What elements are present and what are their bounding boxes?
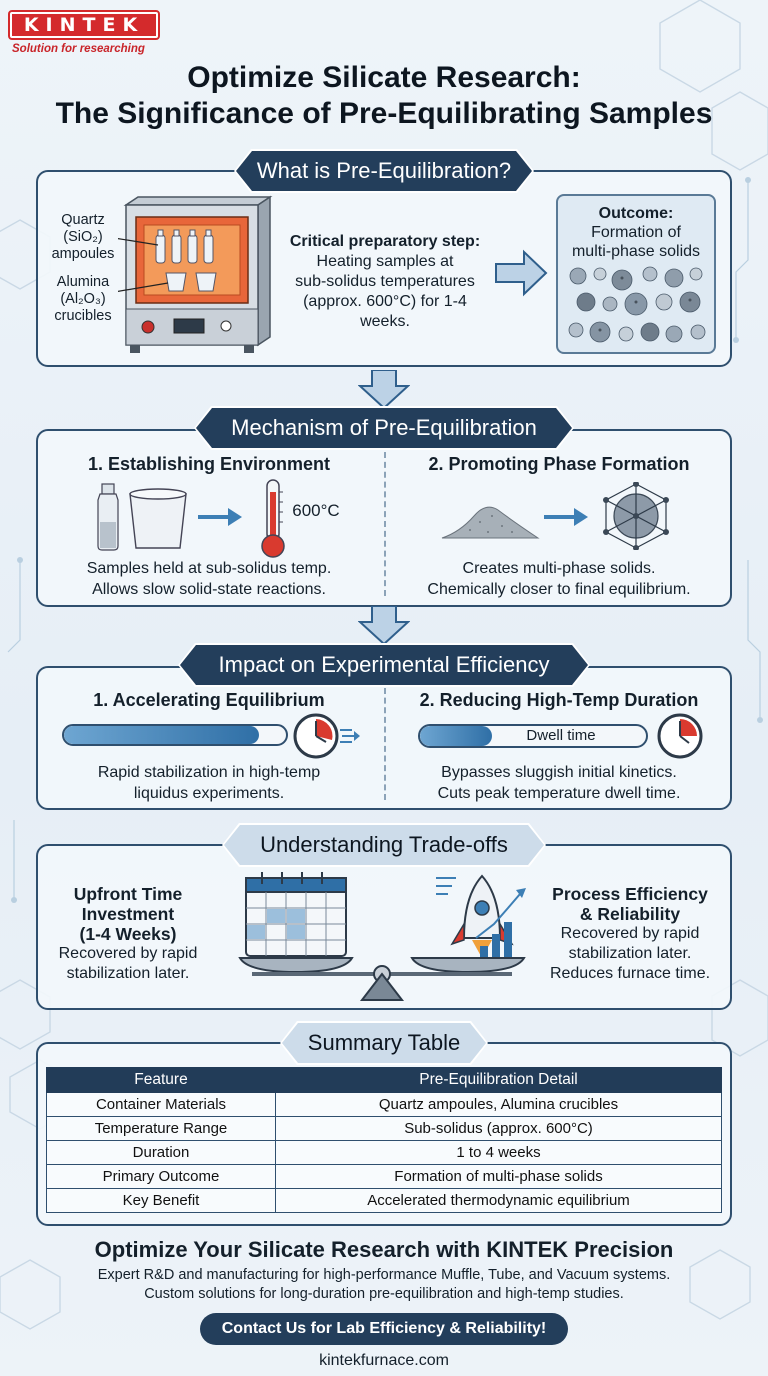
pre-equilibration-definition: Critical preparatory step: Heating sampl… (282, 232, 488, 332)
section-what-is-banner: What is Pre-Equilibration? (236, 151, 532, 191)
balance-scale-icon (238, 872, 526, 1001)
section-impact-banner: Impact on Experimental Efficiency (180, 645, 588, 685)
arrow-right-icon (544, 508, 588, 526)
down-arrow-icon (358, 606, 410, 646)
temperature-label: 600°C (292, 501, 340, 520)
footer-heading: Optimize Your Silicate Research with KIN… (94, 1237, 674, 1262)
page-title-line2: The Significance of Pre-Equilibrating Sa… (55, 97, 713, 130)
dwell-time-label: Dwell time (526, 727, 596, 744)
arrow-right-icon (495, 249, 548, 297)
clock-icon (657, 713, 703, 759)
section-mechanism-banner: Mechanism of Pre-Equilibration (196, 408, 572, 448)
divider-line (384, 688, 386, 800)
accelerating-heading: 1. Accelerating Equilibrium (93, 690, 325, 710)
muffle-furnace-icon (118, 195, 273, 353)
environment-description: Samples held at sub-solidus temp. Allows… (86, 560, 332, 598)
section-tradeoffs-banner: Understanding Trade-offs (224, 825, 544, 865)
table-cell: Accelerated thermodynamic equilibrium (275, 1188, 722, 1213)
acceleration-progress-bar (62, 724, 288, 746)
alumina-label: Alumina (Al₂O₃) crucibles (54, 274, 112, 324)
divider-line (384, 452, 386, 596)
environment-heading: 1. Establishing Environment (87, 454, 331, 474)
page-title-line1: Optimize Silicate Research: (187, 61, 581, 94)
calendar-icon (245, 872, 347, 957)
table-header-row: Feature Pre-Equilibration Detail (46, 1067, 722, 1093)
phase-formation-description: Creates multi-phase solids. Chemically c… (427, 560, 691, 598)
contact-us-button[interactable]: Contact Us for Lab Efficiency & Reliabil… (200, 1313, 568, 1345)
table-cell: Container Materials (46, 1092, 276, 1117)
dwell-time-bar: Dwell time (418, 724, 648, 748)
table-cell: Temperature Range (46, 1116, 276, 1141)
arrow-right-icon (198, 508, 242, 526)
section-summary-banner: Summary Table (282, 1023, 486, 1063)
table-cell: Duration (46, 1140, 276, 1165)
powder-pile-icon (441, 506, 540, 539)
table-cell: Primary Outcome (46, 1164, 276, 1189)
crystal-lattice-icon (603, 482, 669, 550)
process-efficiency-text: Process Efficiency & Reliability Recover… (549, 884, 711, 982)
definition-heading: Critical preparatory step: (289, 233, 481, 250)
phase-formation-heading: 2. Promoting Phase Formation (428, 454, 690, 474)
table-cell: Formation of multi-phase solids (275, 1164, 722, 1189)
kintek-logo: KINTEK Solution for researching (8, 10, 162, 58)
table-cell: 1 to 4 weeks (275, 1140, 722, 1165)
logo-tagline: Solution for researching (12, 43, 145, 55)
fast-clock-icon (293, 713, 360, 759)
sample-vial-icon (97, 483, 187, 551)
footer-description: Expert R&D and manufacturing for high-pe… (97, 1267, 671, 1302)
accelerating-description: Rapid stabilization in high-temp liquidu… (97, 764, 321, 802)
rocket-growth-icon (436, 874, 526, 960)
thermometer-icon (261, 479, 285, 558)
quartz-label: Quartz (SiO₂) ampoules (51, 212, 115, 262)
column-header-detail: Pre-Equilibration Detail (275, 1067, 722, 1093)
website-link[interactable]: kintekfurnace.com (319, 1352, 449, 1369)
upfront-time-text: Upfront Time Investment (1-4 Weeks) Reco… (58, 884, 198, 982)
logo-wordmark: KINTEK (8, 10, 160, 40)
column-header-feature: Feature (46, 1067, 276, 1093)
multi-phase-solids-icon (568, 266, 706, 343)
summary-table: Feature Pre-Equilibration Detail Contain… (46, 1067, 722, 1213)
acceleration-progress-fill (64, 726, 260, 744)
reducing-duration-heading: 2. Reducing High-Temp Duration (419, 690, 699, 710)
dwell-time-fill (420, 726, 493, 746)
down-arrow-icon (358, 370, 410, 410)
table-cell: Sub-solidus (approx. 600°C) (275, 1116, 722, 1141)
outcome-text: Outcome: Formation of multi-phase solids (571, 205, 701, 260)
table-cell: Key Benefit (46, 1188, 276, 1213)
page-title: Optimize Silicate Research: The Signific… (0, 60, 768, 132)
reducing-duration-description: Bypasses sluggish initial kinetics. Cuts… (437, 764, 681, 802)
table-cell: Quartz ampoules, Alumina crucibles (275, 1092, 722, 1117)
